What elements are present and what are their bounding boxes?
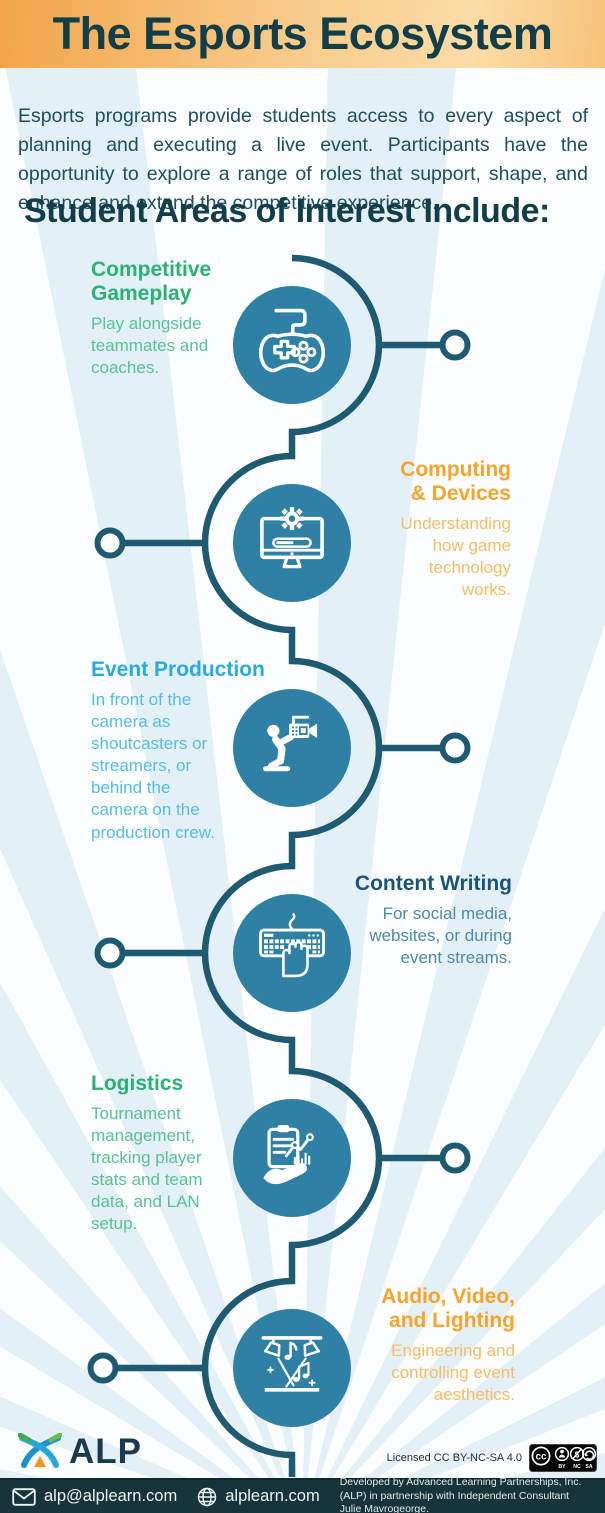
section-competitive-gameplay: Competitive Gameplay Play alongside team… <box>91 258 231 379</box>
section-title: Content Writing <box>354 872 512 895</box>
section-audio-video-lighting: Audio, Video, and Lighting Engineering a… <box>360 1285 515 1406</box>
alp-logo-icon <box>18 1433 62 1468</box>
alp-logo-text: ALP <box>69 1432 142 1471</box>
section-title: Competitive Gameplay <box>91 258 212 305</box>
section-description: In front of the camera as shoutcasters o… <box>91 689 215 842</box>
node-circle <box>94 527 126 559</box>
node-circle <box>87 1352 119 1384</box>
alp-logo: ALP <box>18 1432 142 1472</box>
spine-path <box>201 254 383 1477</box>
page-title: The Esports Ecosystem <box>52 8 553 59</box>
clipboard-stats-icon <box>263 1125 314 1185</box>
section-description: Engineering and controlling event aesthe… <box>391 1340 515 1405</box>
section-description: Tournament management, tracking player s… <box>91 1103 203 1234</box>
license-label: Licensed CC BY-NC-SA 4.0 <box>386 1452 522 1464</box>
section-event-production: Event Production In front of the camera … <box>91 658 286 844</box>
svg-text:BY: BY <box>558 1464 566 1470</box>
section-title: Computing & Devices <box>400 458 511 505</box>
envelope-icon <box>12 1487 36 1506</box>
intro-paragraph: Esports programs provide students access… <box>18 104 588 215</box>
svg-text:cc: cc <box>535 1452 547 1463</box>
svg-text:SA: SA <box>585 1464 592 1470</box>
node-circle <box>439 732 471 764</box>
section-logistics: Logistics Tournament management, trackin… <box>91 1072 231 1236</box>
keyboard-hand-icon <box>259 913 325 978</box>
footer-bar: alp@alplearn.com alplearn.com Developed … <box>0 1476 605 1513</box>
bubble-logistics <box>233 1099 351 1217</box>
section-content-writing: Content Writing For social media, websit… <box>337 872 512 969</box>
bubble-competitive-gameplay <box>233 286 351 404</box>
svg-text:NC: NC <box>573 1464 581 1470</box>
website-link[interactable]: alplearn.com <box>197 1487 320 1507</box>
node-circle <box>94 937 126 969</box>
bubble-audio-video-lighting <box>233 1309 351 1427</box>
email-link[interactable]: alp@alplearn.com <box>12 1487 177 1506</box>
section-computing-devices: Computing & Devices Understanding how ga… <box>383 458 511 601</box>
bubble-event-production <box>233 689 351 807</box>
video-camera-icon <box>262 715 318 772</box>
game-controller-icon <box>258 308 326 373</box>
node-circle <box>439 329 471 361</box>
section-title: Logistics <box>91 1072 184 1095</box>
bubble-content-writing <box>233 894 351 1012</box>
section-description: For social media, websites, or during ev… <box>369 903 512 968</box>
section-title: Event Production <box>91 658 265 681</box>
section-description: Understanding how game technology works. <box>400 513 511 600</box>
section-title: Audio, Video, and Lighting <box>381 1285 515 1332</box>
globe-icon <box>197 1487 217 1506</box>
node-circle <box>439 1142 471 1174</box>
credit-text: Developed by Advanced Learning Partnersh… <box>339 1476 582 1513</box>
website-text: alplearn.com <box>225 1487 320 1505</box>
header-banner: The Esports Ecosystem <box>0 0 605 68</box>
section-description: Play alongside teammates and coaches. <box>91 313 209 378</box>
email-text: alp@alplearn.com <box>44 1487 178 1505</box>
stage-lights-icon <box>261 1336 323 1392</box>
monitor-gear-icon <box>260 507 324 569</box>
subheading: Student Areas of Interest Include: <box>24 192 550 230</box>
bubble-computing-devices <box>233 484 351 602</box>
